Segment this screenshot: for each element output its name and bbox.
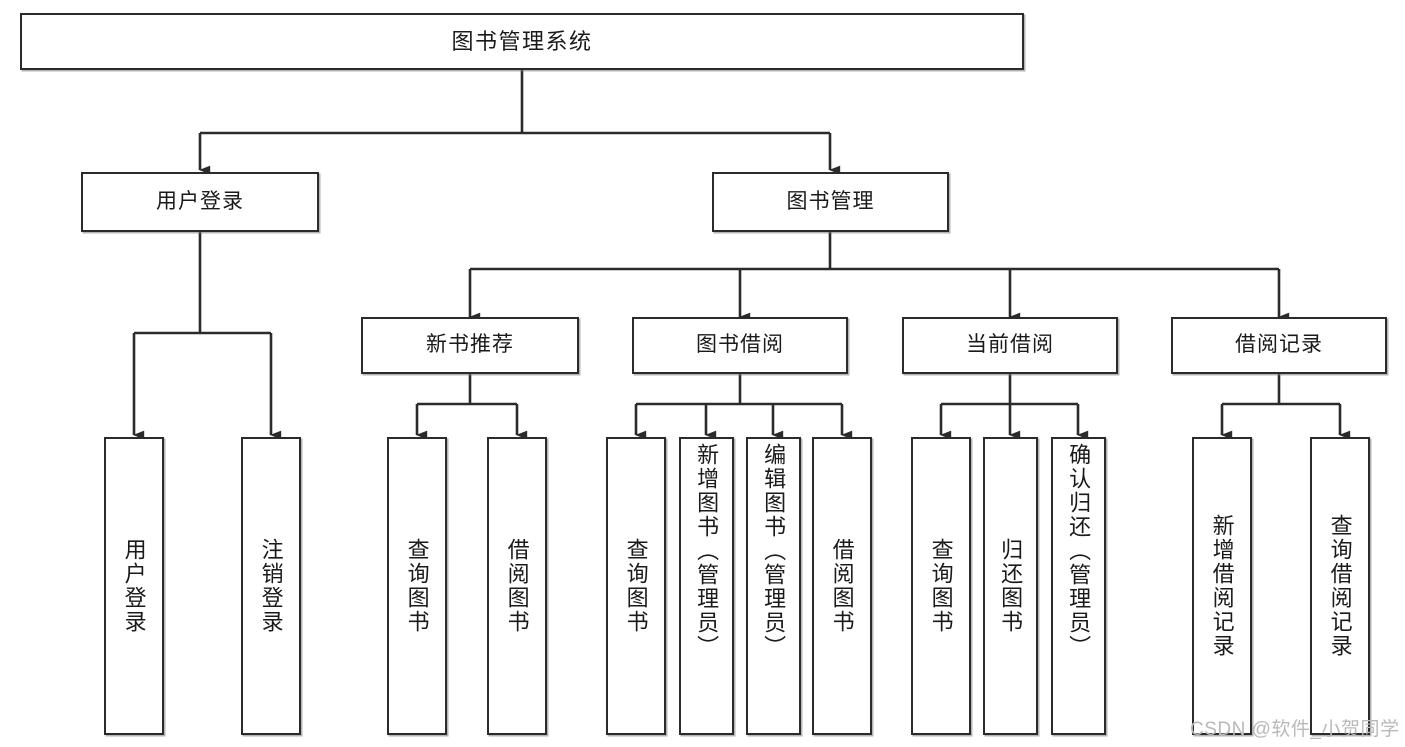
leaf-query-record[interactable]: 查询借阅记录 (1310, 437, 1370, 735)
leaf-user-login-label: 用户登录 (121, 538, 147, 634)
leaf-query-book-1[interactable]: 查询图书 (387, 437, 447, 735)
leaf-return-book-label: 归还图书 (998, 538, 1024, 634)
node-new-book-rec-label: 新书推荐 (426, 333, 514, 357)
leaf-logout[interactable]: 注销登录 (241, 437, 301, 735)
leaf-add-book[interactable]: 新增图书（管理员） (679, 437, 734, 735)
leaf-return-book[interactable]: 归还图书 (983, 437, 1038, 735)
node-user-login-label: 用户登录 (156, 189, 244, 213)
leaf-borrow-book-1[interactable]: 借阅图书 (487, 437, 547, 735)
leaf-add-record[interactable]: 新增借阅记录 (1192, 437, 1252, 735)
leaf-query-record-label: 查询借阅记录 (1327, 514, 1353, 658)
leaf-query-book-3-label: 查询图书 (928, 538, 954, 634)
leaf-confirm-return[interactable]: 确认归还（管理员） (1051, 437, 1106, 735)
node-book-manage[interactable]: 图书管理 (712, 172, 949, 232)
leaf-user-login[interactable]: 用户登录 (104, 437, 164, 735)
leaf-borrow-book-2[interactable]: 借阅图书 (812, 437, 872, 735)
node-current-borrow-label: 当前借阅 (966, 333, 1054, 357)
leaf-confirm-return-label: 确认归还（管理员） (1066, 443, 1092, 659)
leaf-edit-book[interactable]: 编辑图书（管理员） (746, 437, 801, 735)
leaf-add-book-label: 新增图书（管理员） (694, 443, 720, 659)
csdn-watermark: CSDN @软件_小贺同学 (1190, 719, 1400, 740)
leaf-borrow-book-1-label: 借阅图书 (504, 538, 530, 634)
leaf-query-book-2[interactable]: 查询图书 (606, 437, 666, 735)
node-user-login[interactable]: 用户登录 (81, 172, 319, 232)
node-root-label: 图书管理系统 (451, 28, 593, 54)
node-new-book-rec[interactable]: 新书推荐 (361, 317, 579, 374)
leaf-edit-book-label: 编辑图书（管理员） (761, 443, 787, 659)
node-current-borrow[interactable]: 当前借阅 (902, 317, 1118, 374)
leaf-query-book-2-label: 查询图书 (623, 538, 649, 634)
node-book-manage-label: 图书管理 (786, 189, 875, 213)
leaf-logout-label: 注销登录 (258, 538, 284, 634)
node-borrow-record-label: 借阅记录 (1235, 333, 1323, 357)
leaf-query-book-1-label: 查询图书 (404, 538, 430, 634)
node-root[interactable]: 图书管理系统 (20, 13, 1024, 70)
leaf-query-book-3[interactable]: 查询图书 (911, 437, 971, 735)
leaf-borrow-book-2-label: 借阅图书 (829, 538, 855, 634)
node-borrow-record[interactable]: 借阅记录 (1171, 317, 1387, 374)
node-book-borrow[interactable]: 图书借阅 (632, 317, 848, 374)
leaf-add-record-label: 新增借阅记录 (1209, 514, 1235, 658)
node-book-borrow-label: 图书借阅 (696, 333, 784, 357)
